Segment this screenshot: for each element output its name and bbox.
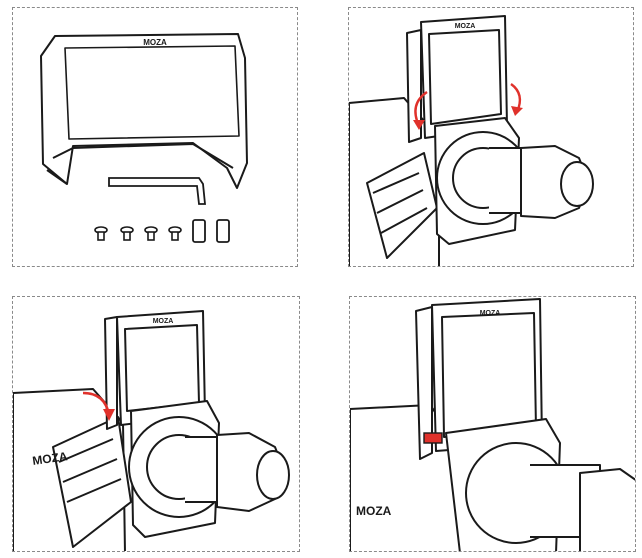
step-4-panel: MOZA MOZA xyxy=(349,296,636,552)
step-3-panel: MOZA MOZA xyxy=(12,296,300,552)
brand-logo-side: MOZA xyxy=(356,504,392,518)
screen-bracket xyxy=(104,316,118,430)
kit-contents-illustration: MOZA xyxy=(40,33,248,243)
brand-logo-2: MOZA xyxy=(455,23,476,30)
spacer xyxy=(192,219,206,243)
installed-illustration: MOZA MOZA xyxy=(350,298,635,551)
screws xyxy=(94,226,182,241)
brand-logo-side: MOZA xyxy=(31,449,68,468)
screw xyxy=(168,226,182,241)
spacers xyxy=(192,219,230,243)
screw xyxy=(120,226,134,241)
secure-bracket-illustration: MOZA MOZA xyxy=(13,310,290,551)
screen-bracket xyxy=(415,306,433,460)
step-2-panel: MOZA xyxy=(348,7,634,267)
latch-indicator xyxy=(423,432,443,444)
quick-release xyxy=(579,468,635,551)
brand-logo-3: MOZA xyxy=(153,318,174,325)
attach-screen-illustration: MOZA xyxy=(349,15,594,266)
hex-key xyxy=(108,177,206,205)
screw xyxy=(144,226,158,241)
brand-logo-1: MOZA xyxy=(143,38,167,47)
screen-bracket xyxy=(406,29,422,143)
screw xyxy=(94,226,108,241)
step-1-panel: MOZA xyxy=(12,7,298,267)
brand-logo-4: MOZA xyxy=(480,310,501,317)
spacer xyxy=(216,219,230,243)
